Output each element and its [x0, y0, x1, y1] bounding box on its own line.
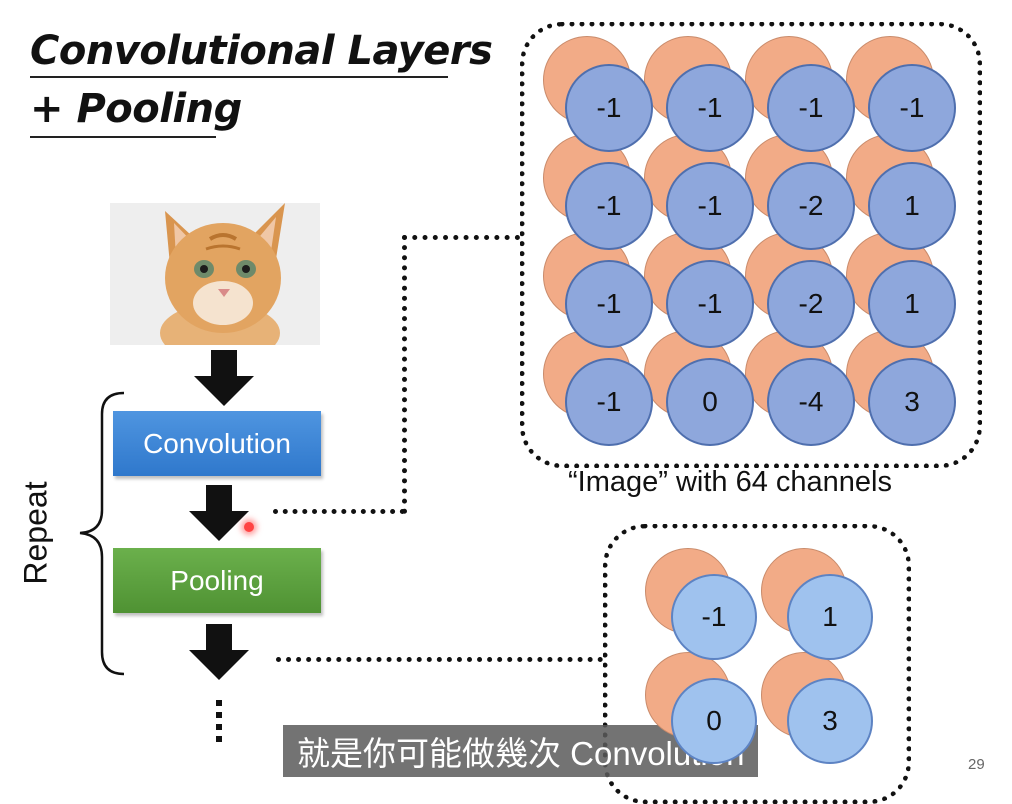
arrow-down-pool-icon [189, 624, 249, 680]
repeat-brace-icon [79, 391, 125, 676]
pool-value-circle: -1 [671, 574, 757, 660]
convolution-box: Convolution [113, 411, 321, 476]
conv-value-circle: -2 [767, 260, 855, 348]
conv-value-circle: -1 [767, 64, 855, 152]
connector-conv-v [402, 235, 407, 514]
cat-image [110, 203, 320, 345]
connector-conv-h [273, 509, 405, 514]
conv-value-circle: 1 [868, 260, 956, 348]
conv-value-circle: -1 [666, 260, 754, 348]
pool-value-circle: 1 [787, 574, 873, 660]
conv-value-circle: -1 [565, 358, 653, 446]
conv-output-panel [520, 22, 982, 468]
conv-value-circle: 0 [666, 358, 754, 446]
conv-value-circle: -1 [565, 162, 653, 250]
conv-value-circle: 1 [868, 162, 956, 250]
pointer-dot [244, 522, 254, 532]
connector-conv-h2 [402, 235, 520, 240]
arrow-down-conv-to-pool-icon [189, 485, 249, 541]
cat-illustration [110, 203, 320, 345]
slide-number: 29 [968, 756, 985, 773]
pool-value-circle: 3 [787, 678, 873, 764]
title-underline-1 [30, 76, 448, 78]
slide-title-line2: + Pooling [30, 86, 242, 132]
conv-value-circle: -1 [868, 64, 956, 152]
arrow-down-image-to-conv-icon [194, 350, 254, 406]
continuation-dots [216, 700, 222, 748]
pool-value-circle: 0 [671, 678, 757, 764]
conv-value-circle: -1 [666, 64, 754, 152]
conv-value-circle: -1 [565, 64, 653, 152]
conv-value-circle: -1 [565, 260, 653, 348]
video-subtitle: 就是你可能做幾次 Convolution [283, 725, 759, 777]
connector-pool-h [276, 657, 603, 662]
channels-caption: “Image” with 64 channels [568, 466, 892, 498]
conv-value-circle: -4 [767, 358, 855, 446]
repeat-label: Repeat [17, 481, 54, 585]
title-underline-2 [30, 136, 216, 138]
slide-title-line1: Convolutional Layers [30, 28, 493, 74]
conv-value-circle: -1 [666, 162, 754, 250]
pooling-box: Pooling [113, 548, 321, 613]
conv-value-circle: -2 [767, 162, 855, 250]
conv-value-circle: 3 [868, 358, 956, 446]
